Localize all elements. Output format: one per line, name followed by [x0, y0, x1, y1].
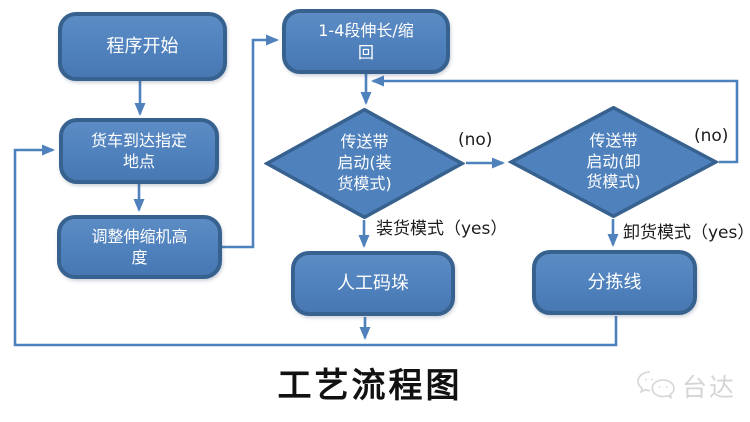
node-truck-arrive: 货车到达指定 地点: [59, 118, 219, 184]
node-adjust-telescopic-height: 调整伸缩机高 度: [57, 215, 222, 279]
page-title: 工艺流程图: [277, 366, 463, 406]
label-loading-yes: 装货模式（yes）: [376, 219, 508, 239]
node-sections-extend-retract: 1-4段伸长/缩 回: [282, 9, 450, 74]
watermark-logo: 台达: [636, 368, 736, 404]
label-unloading-no: (no): [694, 126, 729, 146]
node-sorting-line: 分拣线: [532, 250, 697, 315]
chat-bubbles-icon: [636, 370, 676, 402]
label-unloading-yes: 卸货模式（yes）: [623, 223, 750, 243]
label-loading-no: (no): [458, 130, 493, 150]
node-manual-palletizing: 人工码垛: [291, 251, 455, 316]
node-program-start: 程序开始: [58, 12, 227, 81]
watermark-text: 台达: [681, 373, 736, 402]
